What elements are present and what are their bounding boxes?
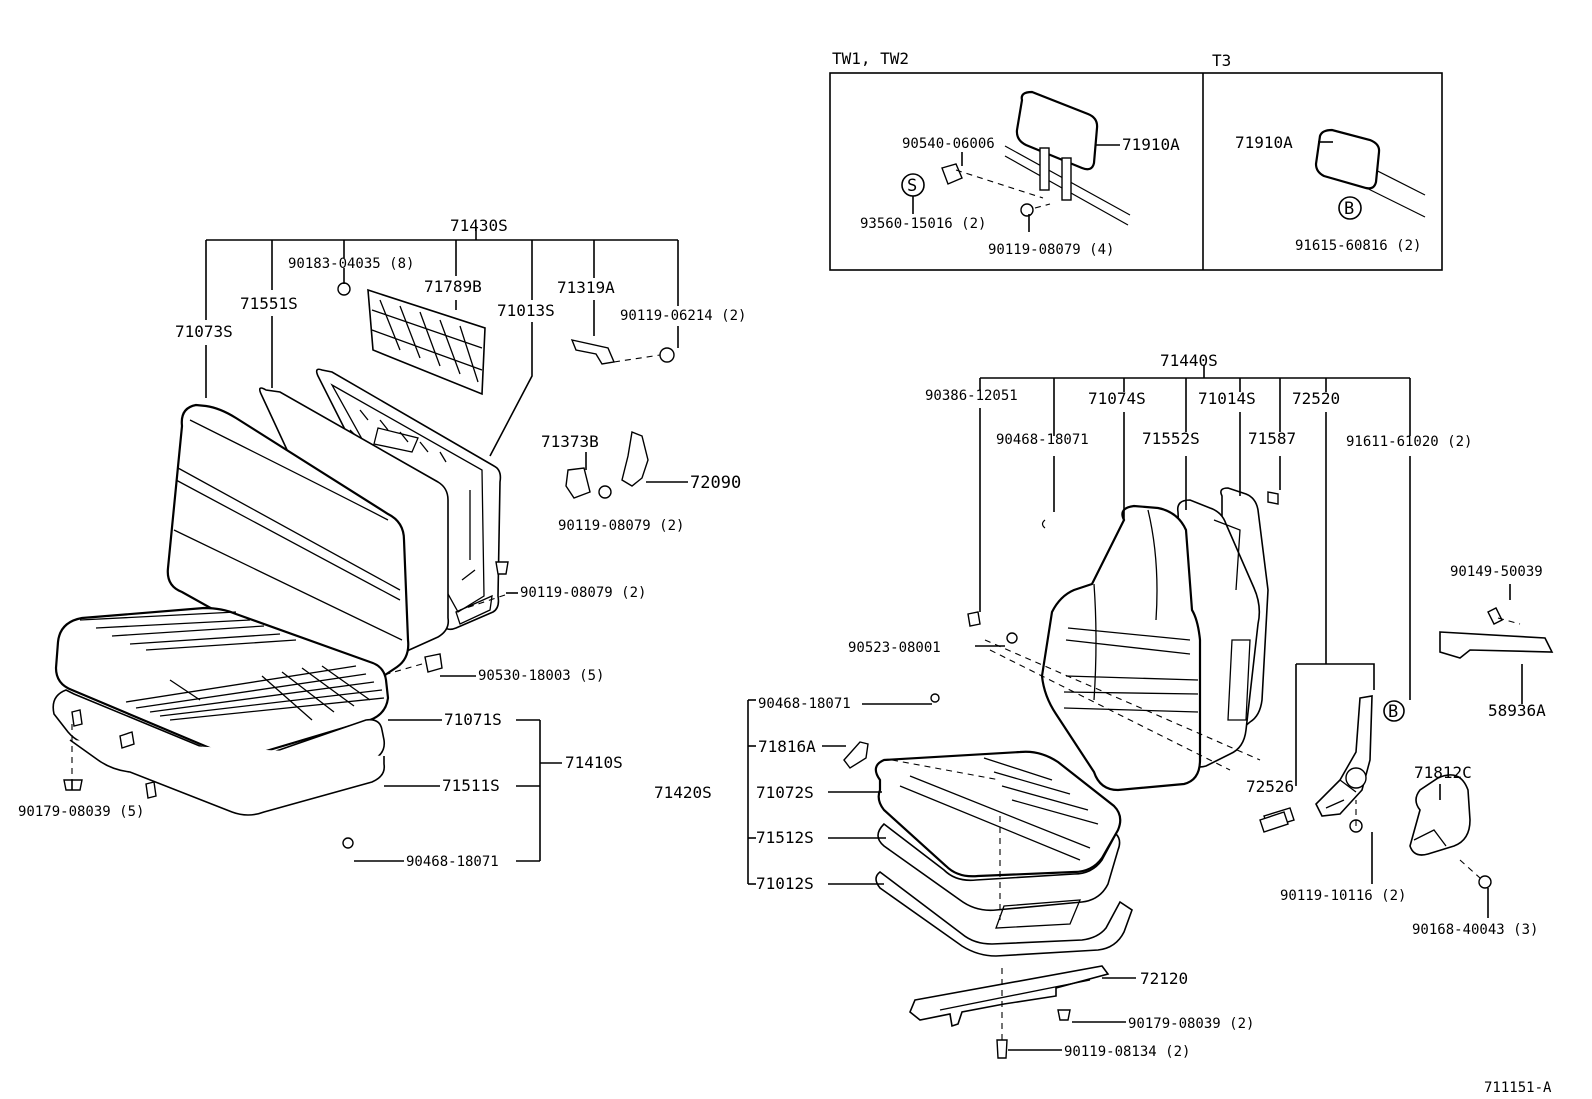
label-71319a: 71319A <box>557 278 615 297</box>
frame-label-tw: TW1, TW2 <box>832 49 909 68</box>
symbol-b: B <box>1344 199 1354 219</box>
label-71074s: 71074S <box>1088 389 1146 408</box>
label-90530-18003: 90530-18003 (5) <box>478 668 604 684</box>
label-71511s: 71511S <box>442 776 500 795</box>
label-71012s: 71012S <box>756 874 814 893</box>
label-72526: 72526 <box>1246 777 1294 796</box>
label-90179-08039-5: 90179-08039 (5) <box>18 804 144 820</box>
label-58936a: 58936A <box>1488 701 1546 720</box>
label-90523-08001: 90523-08001 <box>848 640 941 656</box>
label-71551s: 71551S <box>240 294 298 313</box>
label-72120: 72120 <box>1140 969 1188 988</box>
headrest-variant-frames: TW1, TW2 T3 <box>829 49 1443 271</box>
label-71789b: 71789B <box>424 277 482 296</box>
label-71014s: 71014S <box>1198 389 1256 408</box>
bucket-seat-drawing <box>843 487 1554 1059</box>
label-91615-60816: 91615-60816 (2) <box>1295 238 1421 254</box>
label-90119-06214: 90119-06214 (2) <box>620 308 746 324</box>
label-90168-40043: 90168-40043 (3) <box>1412 922 1538 938</box>
label-71072s: 71072S <box>756 783 814 802</box>
label-71910a-tw: 71910A <box>1122 135 1180 154</box>
label-71071s: 71071S <box>444 710 502 729</box>
bench-seat-drawing <box>52 282 675 849</box>
callout-labels: 71430S 71073S 71551S 90183-04035 (8) 717… <box>18 133 1552 1096</box>
label-71552s: 71552S <box>1142 429 1200 448</box>
variant-frame <box>829 72 1443 271</box>
label-71587: 71587 <box>1248 429 1296 448</box>
figure-id: 711151-A <box>1484 1080 1552 1096</box>
symbol-b-marker <box>1338 196 1362 220</box>
label-71013s: 71013S <box>497 301 555 320</box>
leader-lines <box>71 141 1523 1051</box>
label-90540-06006: 90540-06006 <box>902 136 995 152</box>
label-90468-18071-b: 90468-18071 <box>996 432 1089 448</box>
label-71373b: 71373B <box>541 432 599 451</box>
label-90468-18071-c: 90468-18071 <box>758 696 851 712</box>
label-90149-50039: 90149-50039 <box>1450 564 1543 580</box>
label-91611-61020: 91611-61020 (2) <box>1346 434 1472 450</box>
headrest-t3-drawing <box>1314 128 1426 218</box>
label-72520: 72520 <box>1292 389 1340 408</box>
label-90119-08134: 90119-08134 (2) <box>1064 1044 1190 1060</box>
symbol-b-marker-2 <box>1383 700 1405 722</box>
label-71410s: 71410S <box>565 753 623 772</box>
label-90119-10116: 90119-10116 (2) <box>1280 888 1406 904</box>
symbol-s: S <box>907 176 917 196</box>
label-71812c: 71812C <box>1414 763 1472 782</box>
label-71910a-t3: 71910A <box>1235 133 1293 152</box>
label-90468-18071-a: 90468-18071 <box>406 854 499 870</box>
label-93560-15016: 93560-15016 (2) <box>860 216 986 232</box>
label-71512s: 71512S <box>756 828 814 847</box>
label-90119-08079-b: 90119-08079 (2) <box>520 585 646 601</box>
label-90179-08039-2: 90179-08039 (2) <box>1128 1016 1254 1032</box>
label-90183-04035: 90183-04035 (8) <box>288 256 414 272</box>
label-90386-12051: 90386-12051 <box>925 388 1018 404</box>
label-71420s: 71420S <box>654 783 712 802</box>
symbol-markers: S B B <box>901 173 1405 722</box>
frame-label-t3: T3 <box>1212 51 1231 70</box>
label-90119-08079-a: 90119-08079 (2) <box>558 518 684 534</box>
label-71073s: 71073S <box>175 322 233 341</box>
label-71430s: 71430S <box>450 216 508 235</box>
label-71816a: 71816A <box>758 737 816 756</box>
label-71440s: 71440S <box>1160 351 1218 370</box>
label-90119-08079-4: 90119-08079 (4) <box>988 242 1114 258</box>
symbol-b-2: B <box>1388 702 1398 722</box>
label-72090: 72090 <box>690 473 741 493</box>
headrest-tw-drawing <box>941 90 1131 226</box>
